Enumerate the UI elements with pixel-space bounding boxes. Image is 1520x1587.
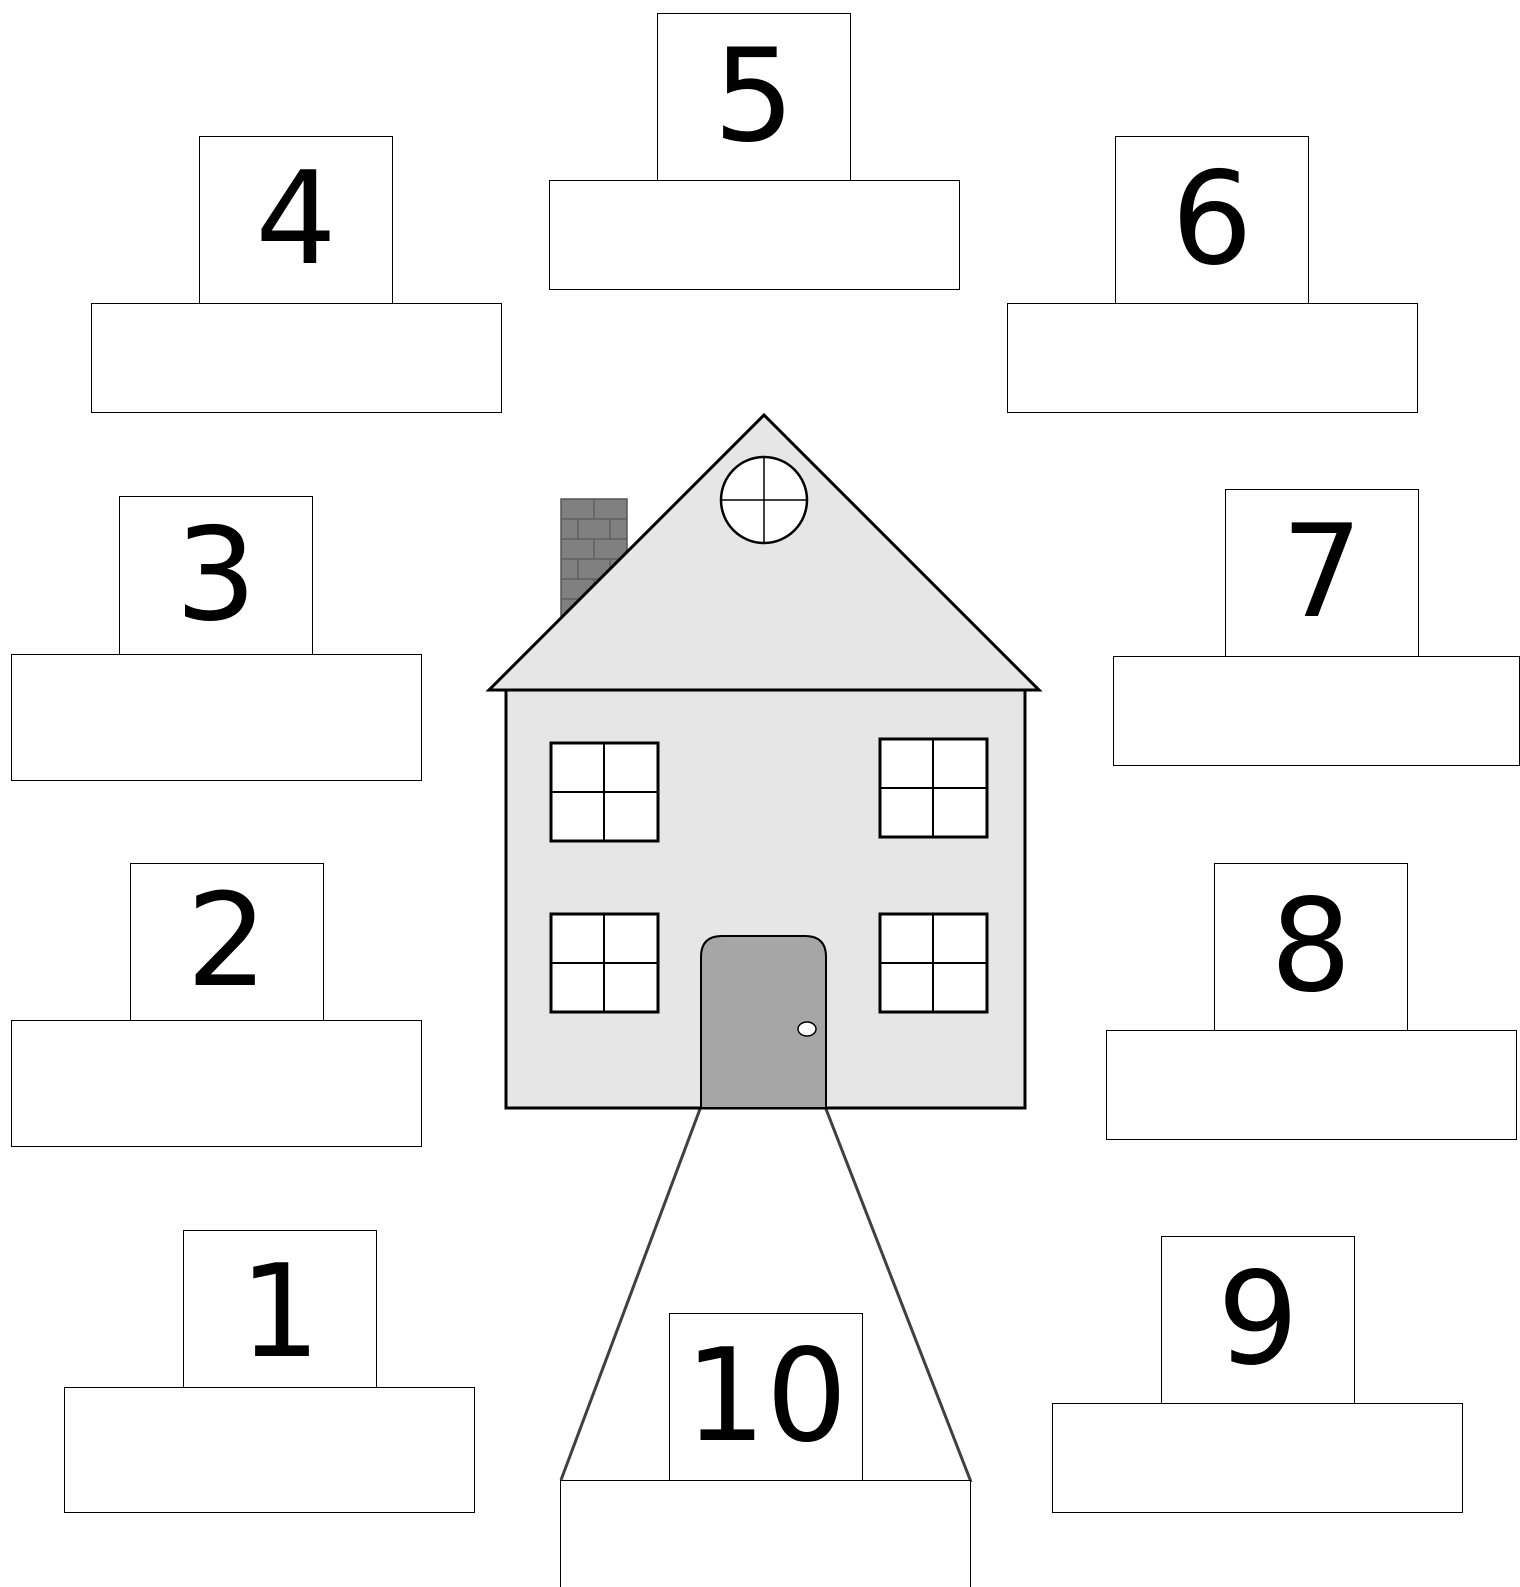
number-box-3: 3 (119, 496, 313, 655)
number-box-5: 5 (657, 13, 851, 181)
number-box-7: 7 (1225, 489, 1419, 657)
answer-box-9[interactable] (1052, 1403, 1463, 1513)
answer-box-7[interactable] (1113, 656, 1520, 766)
answer-box-6[interactable] (1007, 303, 1418, 413)
window-bottom-left (551, 914, 658, 1012)
round-window-icon (721, 457, 807, 543)
number-box-2: 2 (130, 863, 324, 1021)
number-box-10: 10 (669, 1313, 863, 1481)
window-top-left (551, 743, 658, 841)
number-box-9: 9 (1161, 1236, 1355, 1404)
answer-box-1[interactable] (64, 1387, 475, 1513)
answer-box-5[interactable] (549, 180, 960, 290)
number-box-6: 6 (1115, 136, 1309, 304)
number-box-1: 1 (183, 1230, 377, 1396)
number-box-8: 8 (1214, 863, 1408, 1031)
window-top-right (880, 739, 987, 837)
answer-box-3[interactable] (11, 654, 422, 781)
answer-box-8[interactable] (1106, 1030, 1517, 1140)
door (701, 936, 826, 1108)
answer-box-4[interactable] (91, 303, 502, 413)
answer-box-2[interactable] (11, 1020, 422, 1147)
answer-box-10[interactable] (560, 1480, 971, 1587)
window-bottom-right (880, 914, 987, 1012)
door-knob-icon (798, 1022, 816, 1036)
number-box-4: 4 (199, 136, 393, 304)
